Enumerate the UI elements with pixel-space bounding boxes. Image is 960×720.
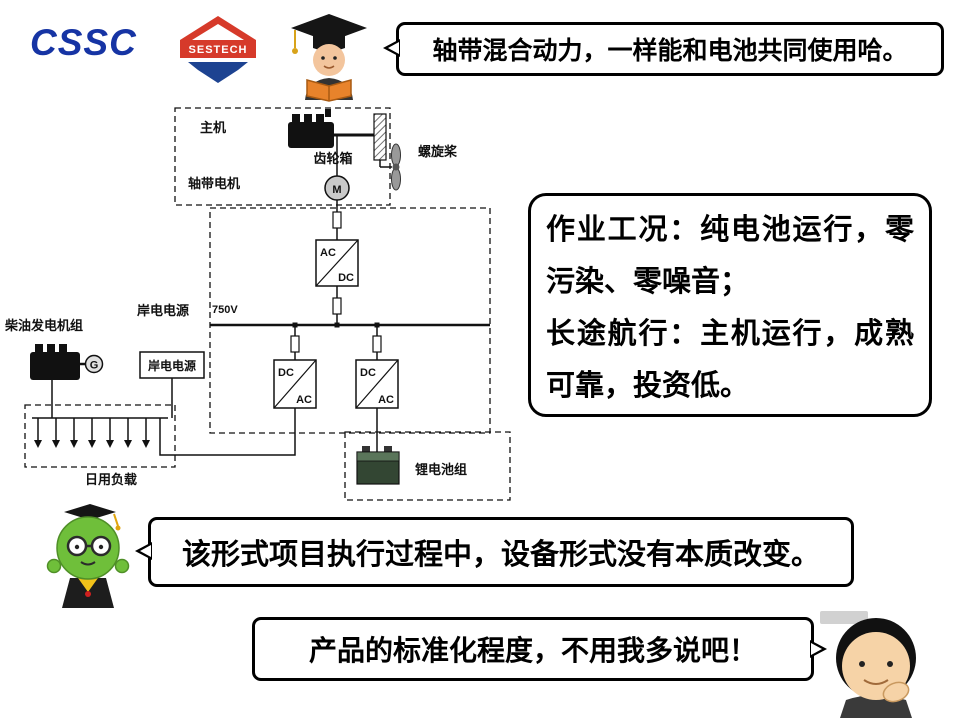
engine-room-box — [174, 107, 391, 206]
battery-icon — [356, 446, 400, 485]
shore-power-label: 岸电电源 — [137, 303, 189, 318]
speech-bubble-bottom-text: 产品的标准化程度，不用我多说吧！ — [308, 635, 757, 666]
speech-bubble-top-text: 轴带混合动力，一样能和电池共同使用哈。 — [432, 37, 908, 65]
shore-power-box: 岸电电源 — [139, 351, 205, 379]
bubble-tail-icon — [135, 542, 152, 560]
sestech-band-shape — [180, 40, 256, 58]
daily-load-label: 日用负载 — [85, 472, 137, 487]
sestech-logo: SESTECH — [180, 16, 256, 83]
svg-text:G: G — [90, 360, 99, 372]
svg-text:DC: DC — [338, 272, 354, 284]
converter-dc-ac-right: DC AC — [355, 359, 399, 409]
speech-bubble-bottom: 产品的标准化程度，不用我多说吧！ — [252, 617, 827, 681]
speech-bubble-middle: 该形式项目执行过程中，设备形式没有本质改变。 — [135, 517, 854, 587]
info-line-1: 作业工况：纯电池运行，零污染、零噪音； — [546, 214, 914, 298]
battery-box — [344, 431, 511, 501]
svg-text:AC: AC — [320, 247, 336, 259]
gearbox-icon — [373, 113, 387, 161]
load-feed-wire — [159, 408, 296, 456]
main-engine-icon — [288, 109, 374, 148]
load-feeders — [34, 418, 150, 448]
svg-text:DC: DC — [360, 367, 376, 379]
daily-load-box — [24, 404, 176, 468]
speech-bubble-top: 轴带混合动力，一样能和电池共同使用哈。 — [383, 22, 944, 76]
bubble-tail-icon — [383, 39, 400, 57]
svg-text:AC: AC — [378, 394, 394, 406]
info-box: 作业工况：纯电池运行，零污染、零噪音； 长途航行：主机运行，成熟可靠，投资低。 — [528, 193, 932, 417]
diesel-generator-icon: G — [30, 344, 104, 380]
svg-text:DC: DC — [278, 367, 294, 379]
scholar-character — [291, 14, 367, 102]
sestech-arrow-shape — [188, 62, 248, 83]
propeller-label: 螺旋桨 — [418, 144, 458, 159]
bubble-tail-icon — [810, 640, 827, 658]
breaker-icon — [332, 297, 342, 315]
hybrid-power-diagram: 主机 轴带电机 齿轮箱 螺旋桨 M — [4, 107, 511, 501]
mascot-head — [56, 516, 120, 580]
converter-ac-dc: AC DC — [315, 239, 359, 287]
svg-text:岸电电源: 岸电电源 — [148, 358, 196, 373]
cssc-logo: CSSC — [30, 22, 137, 63]
main-engine-label: 主机 — [200, 120, 226, 135]
dc-grid-box — [209, 207, 491, 434]
svg-text:AC: AC — [296, 394, 312, 406]
meme-hand — [882, 681, 910, 703]
battery-label: 锂电池组 — [415, 462, 467, 477]
sestech-logo-text: SESTECH — [189, 44, 248, 56]
gearbox-label: 齿轮箱 — [313, 151, 352, 166]
green-mascot-character — [46, 504, 130, 608]
breaker-icon — [290, 335, 300, 353]
svg-text:M: M — [332, 184, 341, 196]
propeller-icon — [379, 143, 401, 191]
bus-voltage-label: 750V — [212, 304, 238, 316]
sestech-roof-shape — [180, 16, 256, 40]
diesel-genset-label: 柴油发电机组 — [4, 318, 83, 333]
breaker-icon — [332, 211, 342, 229]
speech-bubble-middle-text: 该形式项目执行过程中，设备形式没有本质改变。 — [181, 539, 820, 571]
scholar-face — [313, 44, 345, 76]
graduation-cap-icon — [64, 504, 121, 531]
meme-character — [836, 618, 916, 718]
info-line-2: 长途航行：主机运行，成熟可靠，投资低。 — [546, 318, 914, 402]
breaker-icon — [372, 335, 382, 353]
watermark-badge — [820, 611, 868, 624]
mascot-collar — [78, 578, 98, 592]
converter-dc-ac-left: DC AC — [273, 359, 317, 409]
shaft-motor-label: 轴带电机 — [188, 176, 240, 191]
shaft-motor-icon: M — [324, 135, 350, 201]
